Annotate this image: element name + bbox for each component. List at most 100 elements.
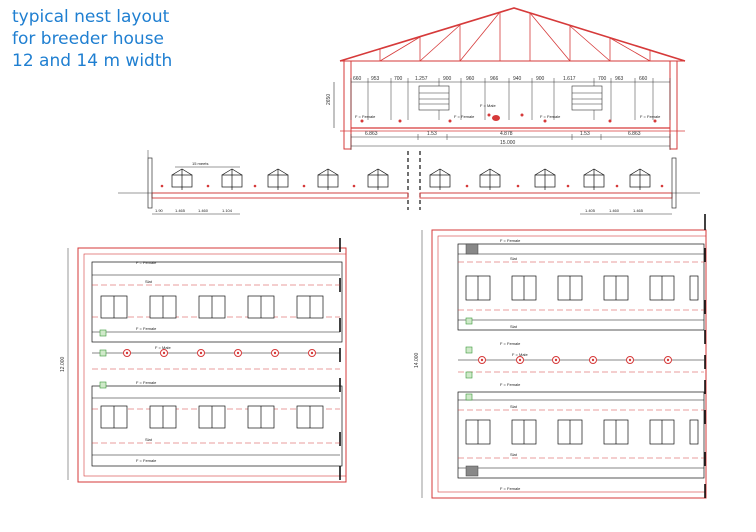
plan12-nest (296, 295, 324, 319)
elevation-dim: 1.465 (175, 208, 186, 213)
female-label: F = Female (136, 260, 157, 265)
elevation-nest (317, 168, 339, 190)
top-dim: 660 (639, 76, 648, 82)
section-feeders (360, 113, 657, 123)
elevation-strip: 15 meets 1.90 1.465 1.460 1 (118, 150, 700, 215)
top-dim: 960 (466, 76, 475, 82)
female-label: F = Female (540, 114, 561, 119)
plan-14m: 14.000 (414, 214, 707, 499)
plan12-nest (149, 405, 177, 429)
plan-12m: 12.000 (60, 238, 347, 483)
roof-outline (339, 7, 686, 62)
plan14-slat-block-lower (457, 391, 705, 479)
elevation-top-dimension: 15 meets (192, 161, 208, 166)
section-nest-right (571, 85, 603, 111)
top-dim: 1.257 (415, 76, 428, 82)
plan12-nest (296, 405, 324, 429)
plan12-nest (247, 405, 275, 429)
elevation-nest (583, 168, 605, 190)
bottom-dim: 6.863 (365, 131, 378, 137)
plan14-nest (603, 275, 629, 301)
plan12-nest (100, 405, 128, 429)
plan12-nest (198, 295, 226, 319)
female-label: F = Female (136, 458, 157, 463)
bottom-dim: 4.878 (500, 131, 513, 137)
plan12-nest (198, 405, 226, 429)
male-label: F = Male (512, 352, 528, 357)
plan12-slat-block-lower (91, 385, 343, 467)
elevation-nest (367, 168, 389, 190)
plan12-nest (149, 295, 177, 319)
elevation-floor-left (151, 192, 409, 199)
top-dim: 963 (615, 76, 624, 82)
slat-label: Slat (145, 437, 153, 442)
elevation-nest (534, 168, 556, 190)
top-dim: 966 (490, 76, 499, 82)
plan14-nest (511, 419, 537, 445)
plan14-nest (603, 419, 629, 445)
plan12-nest (247, 295, 275, 319)
bottom-dim: 1.53 (427, 131, 437, 137)
plan14-nest (689, 275, 699, 301)
elevation-nest (171, 168, 193, 190)
cross-section: 660 953 700 1.257 900 960 966 940 900 1.… (326, 7, 686, 150)
plan14-nest (689, 419, 699, 445)
male-label: F = Male (155, 345, 171, 350)
roof-trusses (379, 11, 651, 62)
plan12-slat-block-upper (91, 261, 343, 343)
bottom-dim: 6.863 (628, 131, 641, 137)
drinker (492, 115, 500, 121)
section-cut-markers (407, 151, 421, 210)
plan14-width-dimension: 14.000 (414, 352, 420, 368)
elevation-dim: 1.405 (585, 208, 596, 213)
female-label: F = Female (500, 486, 521, 491)
plan12-width-dimension: 12.000 (60, 356, 66, 372)
elevation-dim: 1.460 (198, 208, 209, 213)
female-label: F = Female (500, 238, 521, 243)
title-line-3: 12 and 14 m width (12, 51, 173, 71)
diagram-title: typical nest layout for breeder house 12… (12, 6, 172, 72)
section-nest-left (418, 85, 450, 111)
plan14-nest (465, 275, 491, 301)
slat-label: Slat (510, 256, 518, 261)
plan12-outer-wall (77, 247, 347, 483)
top-dim: 660 (353, 76, 362, 82)
left-wall (343, 60, 352, 150)
top-dim: 1.617 (563, 76, 576, 82)
top-dimensions: 660 953 700 1.257 900 960 966 940 900 1.… (353, 76, 648, 82)
female-label: F = Female (136, 326, 157, 331)
female-label: F = Female (454, 114, 475, 119)
title-line-1: typical nest layout (12, 7, 170, 27)
top-dim: 940 (513, 76, 522, 82)
female-label: F = Female (500, 341, 521, 346)
female-label: F = Female (136, 380, 157, 385)
plan14-nest (557, 275, 583, 301)
elevation-dim: 1.460 (609, 208, 620, 213)
top-dim: 953 (371, 76, 380, 82)
elevation-nest (479, 168, 501, 190)
female-label: F = Female (355, 114, 376, 119)
elevation-floor-right (419, 192, 673, 199)
elevation-nest (267, 168, 289, 190)
female-label: F = Female (640, 114, 661, 119)
height-dimension: 2650 (326, 94, 332, 105)
bottom-dim: 1.53 (580, 131, 590, 137)
elevation-dim: 1.465 (633, 208, 644, 213)
plan12-nest (100, 295, 128, 319)
plan14-nest (557, 419, 583, 445)
top-dim: 900 (536, 76, 545, 82)
male-label: F = Male (480, 103, 496, 108)
elevation-nest (221, 168, 243, 190)
plan14-nest (649, 275, 675, 301)
top-dim: 700 (598, 76, 607, 82)
slat-label: Slat (510, 404, 518, 409)
right-wall (669, 60, 678, 150)
elevation-dim: 1.104 (222, 208, 233, 213)
elevation-nest (629, 168, 651, 190)
plan14-nest (465, 419, 491, 445)
title-line-2: for breeder house (12, 29, 165, 49)
elevation-nest (429, 168, 451, 190)
top-dim: 900 (443, 76, 452, 82)
slat-label: Slat (510, 452, 518, 457)
